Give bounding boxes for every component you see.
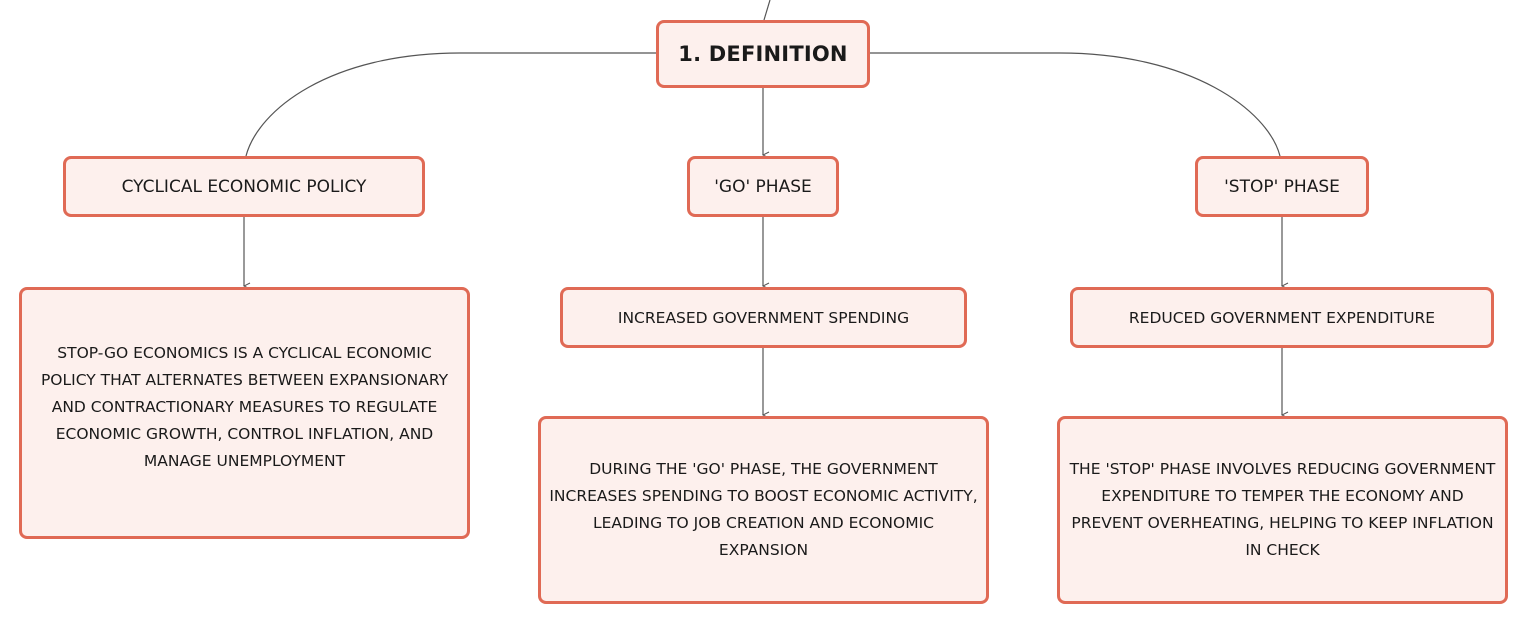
root-node-definition[interactable]: 1. DEFINITION [656, 20, 870, 88]
connector-root-to-cyclical [245, 52, 656, 157]
node-label: INCREASED GOVERNMENT SPENDING [617, 308, 910, 327]
node-cyclical-economic-policy[interactable]: CYCLICAL ECONOMIC POLICY [63, 156, 425, 217]
node-go-phase[interactable]: 'GO' PHASE [687, 156, 839, 217]
node-reduced-government-expenditure[interactable]: REDUCED GOVERNMENT EXPENDITURE [1070, 287, 1494, 348]
connector-root-to-stop [870, 52, 1281, 157]
node-description: DURING THE 'GO' PHASE, THE GOVERNMENT IN… [549, 460, 978, 559]
node-label: REDUCED GOVERNMENT EXPENDITURE [1128, 308, 1436, 327]
node-stop-phase-description[interactable]: THE 'STOP' PHASE INVOLVES REDUCING GOVER… [1057, 416, 1508, 604]
node-cyclical-description[interactable]: STOP-GO ECONOMICS IS A CYCLICAL ECONOMIC… [19, 287, 470, 539]
node-description: STOP-GO ECONOMICS IS A CYCLICAL ECONOMIC… [40, 343, 449, 470]
root-node-label: 1. DEFINITION [678, 42, 848, 66]
node-label: 'STOP' PHASE [1224, 176, 1340, 197]
node-stop-phase[interactable]: 'STOP' PHASE [1195, 156, 1369, 217]
node-increased-government-spending[interactable]: INCREASED GOVERNMENT SPENDING [560, 287, 967, 348]
node-go-phase-description[interactable]: DURING THE 'GO' PHASE, THE GOVERNMENT IN… [538, 416, 989, 604]
connector-incoming [763, 0, 771, 21]
node-label: 'GO' PHASE [714, 176, 812, 197]
node-label: CYCLICAL ECONOMIC POLICY [121, 176, 367, 197]
node-description: THE 'STOP' PHASE INVOLVES REDUCING GOVER… [1069, 460, 1496, 559]
